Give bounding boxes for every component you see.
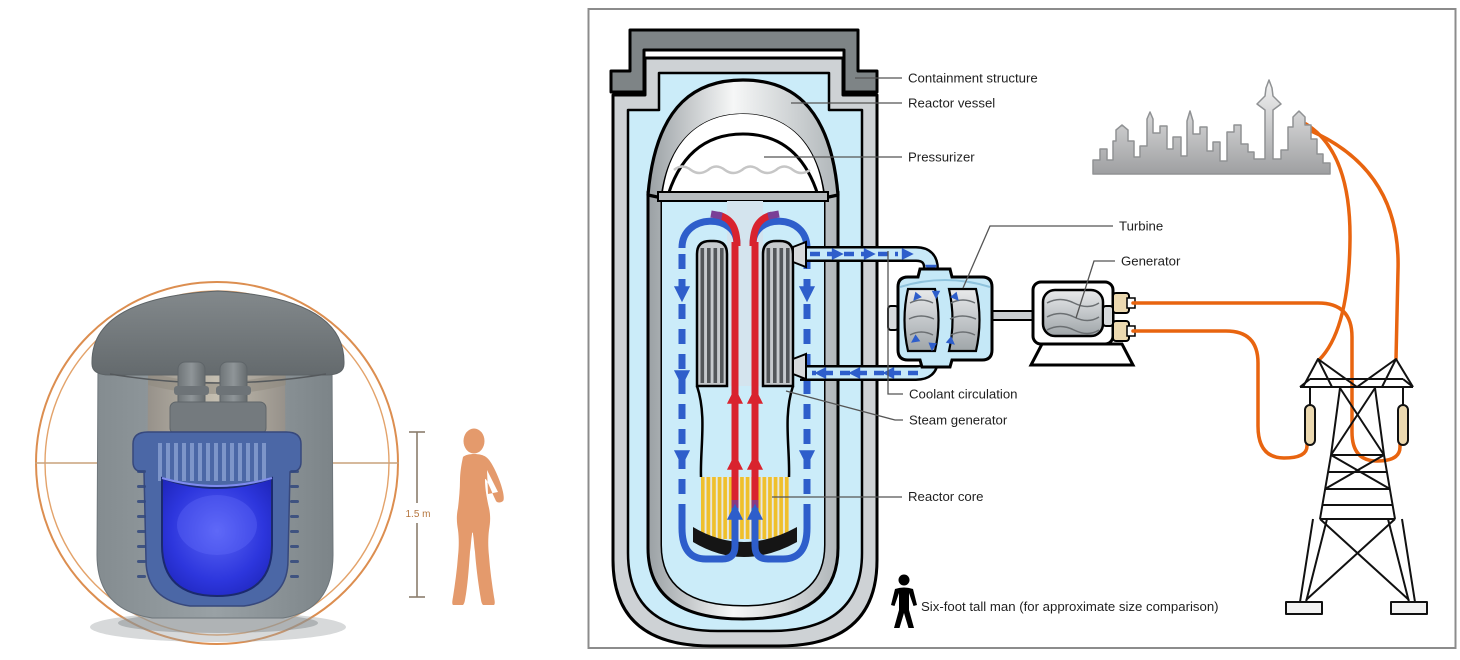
reactor-core-shape bbox=[701, 477, 789, 539]
turbine-rotor bbox=[903, 287, 940, 353]
generator-shape bbox=[1028, 280, 1136, 367]
wire-generator-1 bbox=[1131, 301, 1402, 463]
vessel-flange bbox=[657, 191, 829, 202]
render-pipe-stub bbox=[177, 361, 206, 409]
label-turbine: Turbine bbox=[1119, 219, 1163, 234]
render-cap bbox=[91, 290, 345, 376]
core-shroud bbox=[786, 385, 795, 478]
leader-turbine bbox=[962, 225, 1113, 289]
leader-lines bbox=[764, 77, 1115, 498]
coolant-flow-arrows bbox=[673, 210, 816, 563]
label-size-note: Six-foot tall man (for approximate size … bbox=[921, 599, 1219, 614]
schematic-panel: Containment structure Reactor vessel Pre… bbox=[587, 8, 1457, 649]
man-icon bbox=[891, 574, 917, 628]
label-reactor-core: Reactor core bbox=[908, 489, 984, 504]
generator-stand bbox=[1028, 342, 1136, 367]
label-steam-generator: Steam generator bbox=[909, 413, 1008, 428]
render-head-block bbox=[169, 401, 267, 435]
leader-steam-generator bbox=[785, 390, 903, 421]
containment-cap bbox=[609, 28, 879, 94]
transmission-tower bbox=[1285, 358, 1428, 615]
label-reactor-vessel: Reactor vessel bbox=[908, 96, 995, 111]
insulator bbox=[1304, 404, 1316, 446]
render-pipe-stub bbox=[219, 361, 248, 409]
label-generator: Generator bbox=[1121, 254, 1181, 269]
pressurizer-arch bbox=[664, 132, 822, 203]
power-wires bbox=[1131, 122, 1402, 463]
scale-label: 1.5 m bbox=[405, 509, 430, 520]
insulator bbox=[1397, 404, 1409, 446]
scale-bar bbox=[409, 431, 425, 598]
wire-city-2 bbox=[1307, 128, 1400, 361]
render-glowing-vessel bbox=[161, 476, 273, 598]
reactor-3d-render bbox=[35, 281, 399, 645]
steam-outlet-nozzle bbox=[792, 240, 807, 269]
leader-generator bbox=[1075, 260, 1115, 319]
render-side-ticks bbox=[137, 470, 299, 578]
label-containment: Containment structure bbox=[908, 71, 1038, 86]
wire-generator-2 bbox=[1131, 329, 1309, 460]
label-pressurizer: Pressurizer bbox=[908, 150, 975, 165]
water-line bbox=[673, 165, 811, 175]
core-base bbox=[693, 527, 797, 557]
core-shroud bbox=[695, 385, 704, 478]
steam-generator-fins bbox=[695, 239, 795, 388]
turbine-shape bbox=[887, 267, 994, 369]
tower-foot bbox=[1285, 601, 1323, 615]
turbine-rotor bbox=[947, 287, 981, 353]
leader-coolant-circulation bbox=[887, 251, 903, 395]
pressurizer-area bbox=[662, 114, 824, 200]
render-cooling-fins bbox=[158, 443, 266, 481]
human-figure-silhouette bbox=[452, 428, 504, 605]
tower-foot bbox=[1390, 601, 1428, 615]
label-coolant-circulation: Coolant circulation bbox=[909, 387, 1018, 402]
return-inlet-nozzle bbox=[792, 352, 807, 381]
city-skyline bbox=[1092, 79, 1331, 175]
wire-city-1 bbox=[1304, 122, 1352, 362]
